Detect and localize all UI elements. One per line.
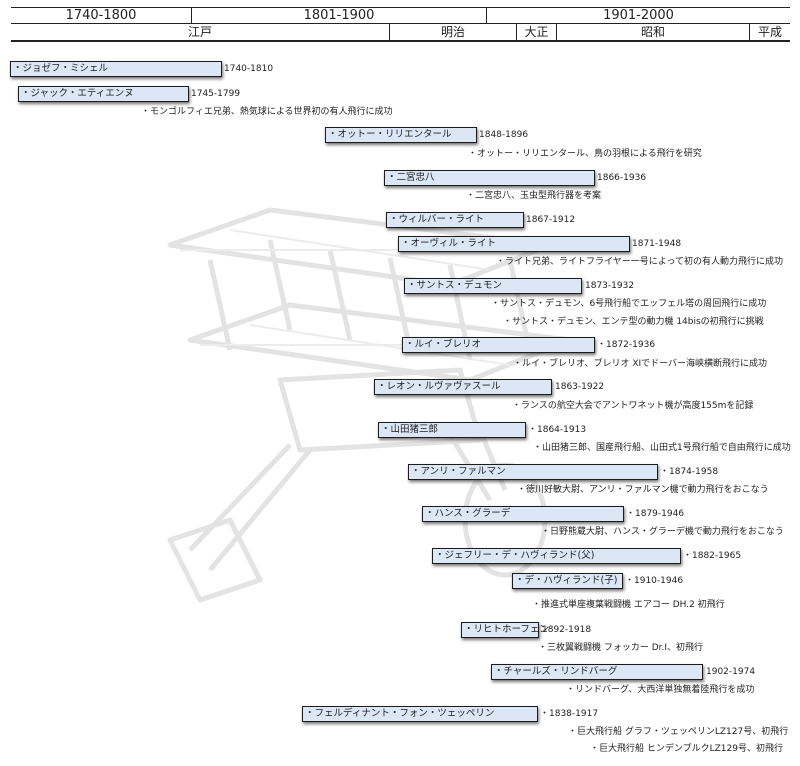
years-bleriot: ・1872-1936 <box>597 340 656 350</box>
era-showa: 昭和 <box>557 24 750 40</box>
era-edo: 江戸 <box>11 24 390 40</box>
note-antoinette: ・ランスの航空大会でアントワネット機が高度155mを記録 <box>512 401 754 411</box>
note-wright-brothers: ・ライト兄弟、ライトフライヤー一号によって初の有人動力飛行に成功 <box>496 257 784 267</box>
years-levavasseur: 1863-1922 <box>555 382 605 392</box>
bar-orville-wright: ・オーヴィル・ライト <box>398 236 630 252</box>
era-meiji: 明治 <box>390 24 517 40</box>
era-heisei: 平成 <box>757 25 782 39</box>
bar-zeppelin: ・フェルディナント・フォン・ツェッペリン <box>302 706 538 722</box>
years-lindbergh: 1902-1974 <box>706 667 756 677</box>
note-hino: ・日野熊蔵大尉、ハンス・グラーデ機で動力飛行をおこなう <box>541 527 784 537</box>
years-lilienthal: 1848-1896 <box>479 130 529 140</box>
note-santos-dumont-2: ・サントス・デュモン、エンテ型の動力機 14bisの初飛行に挑戦 <box>503 317 764 327</box>
note-bleriot: ・ルイ・ブレリオ、ブレリオ XIでドーバー海峡横断飛行に成功 <box>513 359 768 369</box>
note-lz127: ・巨大飛行船 グラフ・ツェッペリンLZ127号、初飛行 <box>568 727 789 737</box>
bar-lilienthal: ・オットー・リリエンタール <box>325 127 477 143</box>
bar-joseph-michel: ・ジョゼフ・ミシェル <box>10 61 222 77</box>
years-orville-wright: 1871-1948 <box>632 239 682 249</box>
bar-lindbergh: ・チャールズ・リンドバーグ <box>491 664 703 680</box>
years-jacques-etienne: 1745-1799 <box>191 89 241 99</box>
note-lindbergh: ・リンドバーグ、大西洋単独無着陸飛行を成功 <box>566 685 755 695</box>
bar-grade: ・ハンス・グラーデ <box>422 506 624 522</box>
years-ninomiya: 1866-1936 <box>597 173 647 183</box>
century-1901-2000: 1901-2000 <box>603 8 674 23</box>
era-taisho: 大正 <box>517 24 557 40</box>
bar-bleriot: ・ルイ・ブレリオ <box>402 337 595 353</box>
bar-de-havilland-father: ・ジェフリー・デ・ハヴィランド(父) <box>432 548 681 564</box>
bar-farman: ・アンリ・ファルマン <box>408 464 658 480</box>
note-ninomiya: ・二宮忠八、玉虫型飛行器を考案 <box>466 191 602 201</box>
years-zeppelin: ・1838-1917 <box>540 709 599 719</box>
bar-richthofen: ・リヒトホーフェン <box>461 622 549 638</box>
years-de-havilland-father: ・1882-1965 <box>683 551 742 561</box>
century-1740-1800: 1740-1800 <box>11 8 192 23</box>
bar-levavasseur: ・レオン・ルヴァヴァスール <box>374 379 552 395</box>
note-lz129: ・巨大飛行船 ヒンデンブルクLZ129号、初飛行 <box>590 744 783 754</box>
years-farman: ・1874-1958 <box>660 467 719 477</box>
note-santos-dumont-1: ・サントス・デュモン、6号飛行船でエッフェル塔の周回飛行に成功 <box>491 299 767 309</box>
years-de-havilland-son: ・1910-1946 <box>625 576 684 586</box>
bar-de-havilland-son: ・デ・ハヴィランド(子) <box>512 573 623 589</box>
note-tokugawa: ・徳川好敏大尉、アンリ・ファルマン機で動力飛行をおこなう <box>517 485 769 495</box>
note-yamada: ・山田猪三郎、国産飛行船、山田式1号飛行船で自由飛行に成功 <box>533 443 791 453</box>
years-richthofen: 1892-1918 <box>542 625 592 635</box>
note-airco-dh2: ・推進式単座複葉戦闘機 エアコー DH.2 初飛行 <box>532 600 725 610</box>
bar-ninomiya: ・二宮忠八 <box>384 170 595 186</box>
century-1801-1900: 1801-1900 <box>192 8 487 23</box>
years-wilbur-wright: 1867-1912 <box>526 215 576 225</box>
years-grade: ・1879-1946 <box>626 509 685 519</box>
years-yamada: ・1864-1913 <box>528 425 587 435</box>
note-fokker: ・三枚翼戦闘機 フォッカー Dr.I、初飛行 <box>538 643 704 653</box>
bar-yamada: ・山田猪三郎 <box>378 422 526 438</box>
years-santos-dumont: 1873-1932 <box>585 281 635 291</box>
bar-santos-dumont: ・サントス・デュモン <box>404 278 582 294</box>
era-header: 江戸 明治 大正 昭和 平成 <box>11 24 790 42</box>
note-lilienthal: ・オットー・リリエンタール、鳥の羽根による飛行を研究 <box>468 149 702 159</box>
note-montgolfier: ・モンゴルフィエ兄弟、熱気球による世界初の有人飛行に成功 <box>141 107 393 117</box>
bar-wilbur-wright: ・ウィルバー・ライト <box>386 212 524 228</box>
century-header: 1740-1800 1801-1900 1901-2000 <box>11 7 790 24</box>
years-joseph-michel: 1740-1810 <box>224 64 274 74</box>
bar-jacques-etienne: ・ジャック・エティエンヌ <box>18 86 189 102</box>
